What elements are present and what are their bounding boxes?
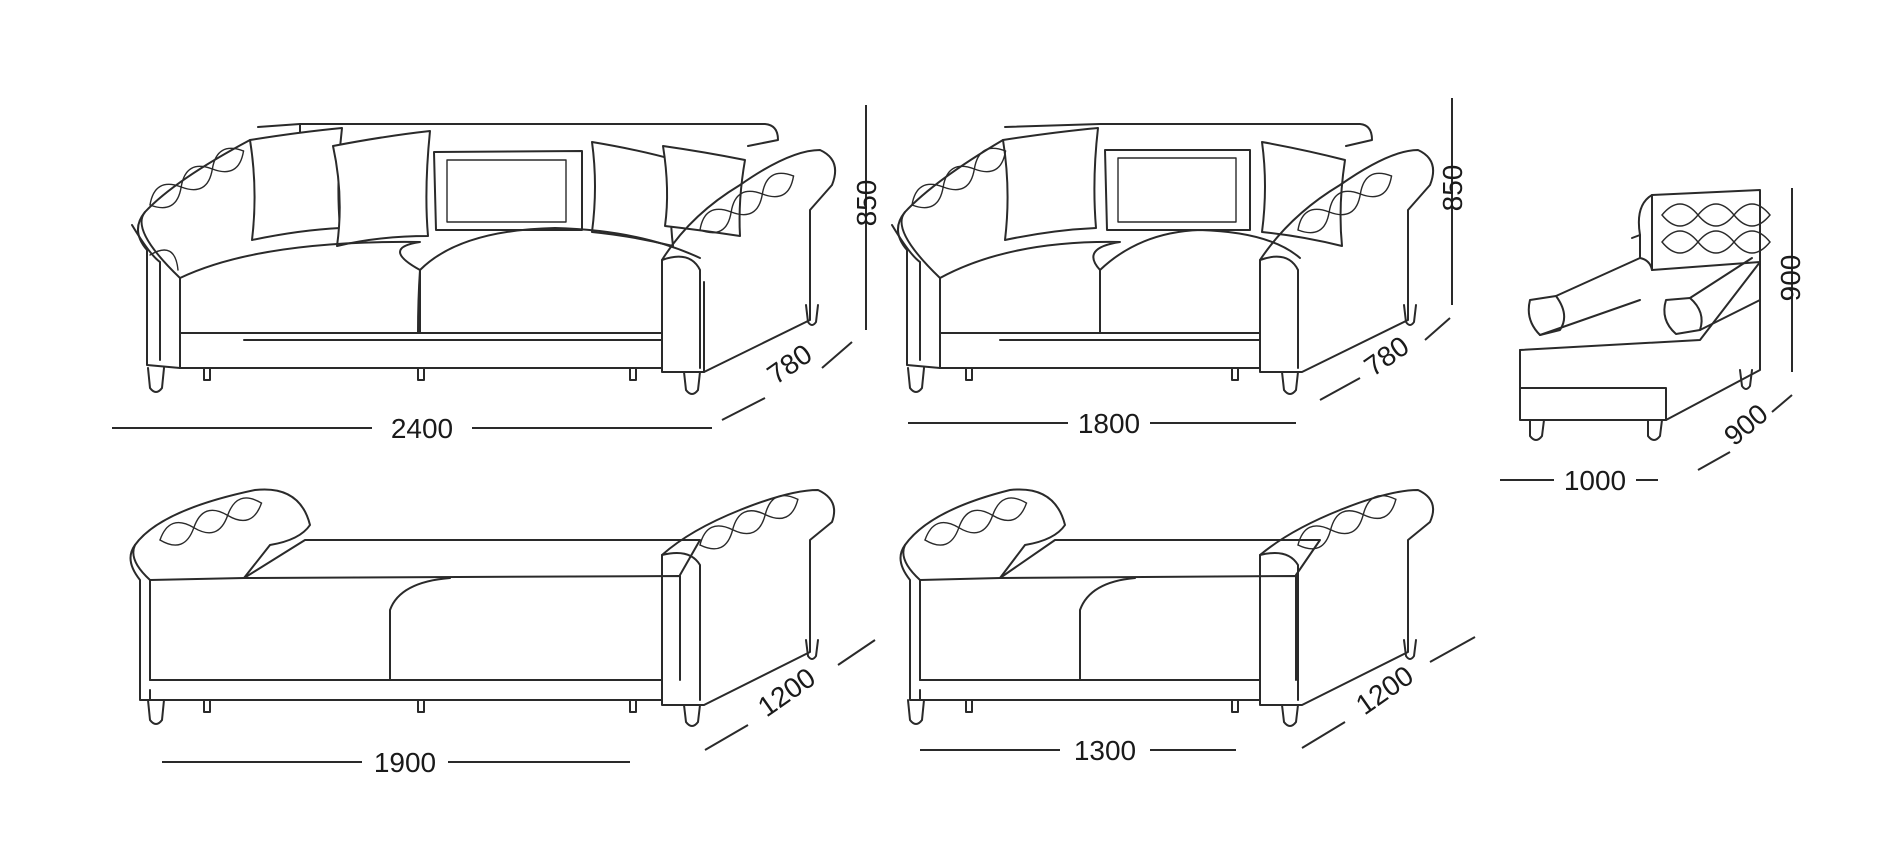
dim-line-depth-a (721, 397, 766, 421)
sofa-3-seat-drawing (131, 123, 836, 395)
dim-line-depth-a (1301, 721, 1346, 749)
sofa-2-seat-drawing (891, 123, 1434, 395)
sofa-3-seat-bed-drawing (129, 488, 836, 727)
dim-line-depth-b (1429, 636, 1476, 663)
dim-line-depth-a (704, 724, 749, 751)
sofa-2-seat-bed-depth-label: 1200 (1350, 660, 1419, 721)
armchair-height-label: 900 (1775, 255, 1806, 302)
sofa-2-seat-height-label: 850 (1437, 165, 1468, 212)
dim-line-depth-a (1319, 377, 1361, 401)
sofa-3-seat-bed-depth-label: 1200 (752, 662, 821, 723)
sofa-3-seat-width-label: 2400 (391, 413, 453, 444)
pillow-4 (591, 141, 676, 247)
dim-line-depth-b (1424, 317, 1451, 341)
dim-line-depth-b (821, 341, 853, 369)
dim-line-depth-b (837, 639, 876, 666)
pillow-1 (249, 127, 343, 241)
sofa-2-seat-bed-width-label: 1300 (1074, 735, 1136, 766)
dim-line-depth-b (1771, 394, 1793, 413)
armchair-drawing (1519, 189, 1771, 441)
pillow-2 (332, 130, 431, 247)
pillow-3 (433, 150, 583, 231)
pillow-2 (1104, 149, 1251, 231)
pillow-5 (662, 145, 746, 237)
dim-line-depth-a (1697, 451, 1731, 471)
sofa-3-seat-depth-label: 780 (762, 338, 818, 390)
sofa-2-seat-bed-drawing (899, 488, 1434, 727)
pillow-1 (1002, 127, 1099, 241)
pillow-3 (1261, 141, 1346, 247)
sofa-3-seat-height-label: 850 (851, 180, 882, 227)
armchair-width-label: 1000 (1564, 465, 1626, 496)
sofa-3-seat-bed-width-label: 1900 (374, 747, 436, 778)
armchair-depth-label: 900 (1718, 398, 1774, 452)
sofa-2-seat-depth-label: 780 (1359, 330, 1415, 382)
sofa-2-seat-width-label: 1800 (1078, 408, 1140, 439)
